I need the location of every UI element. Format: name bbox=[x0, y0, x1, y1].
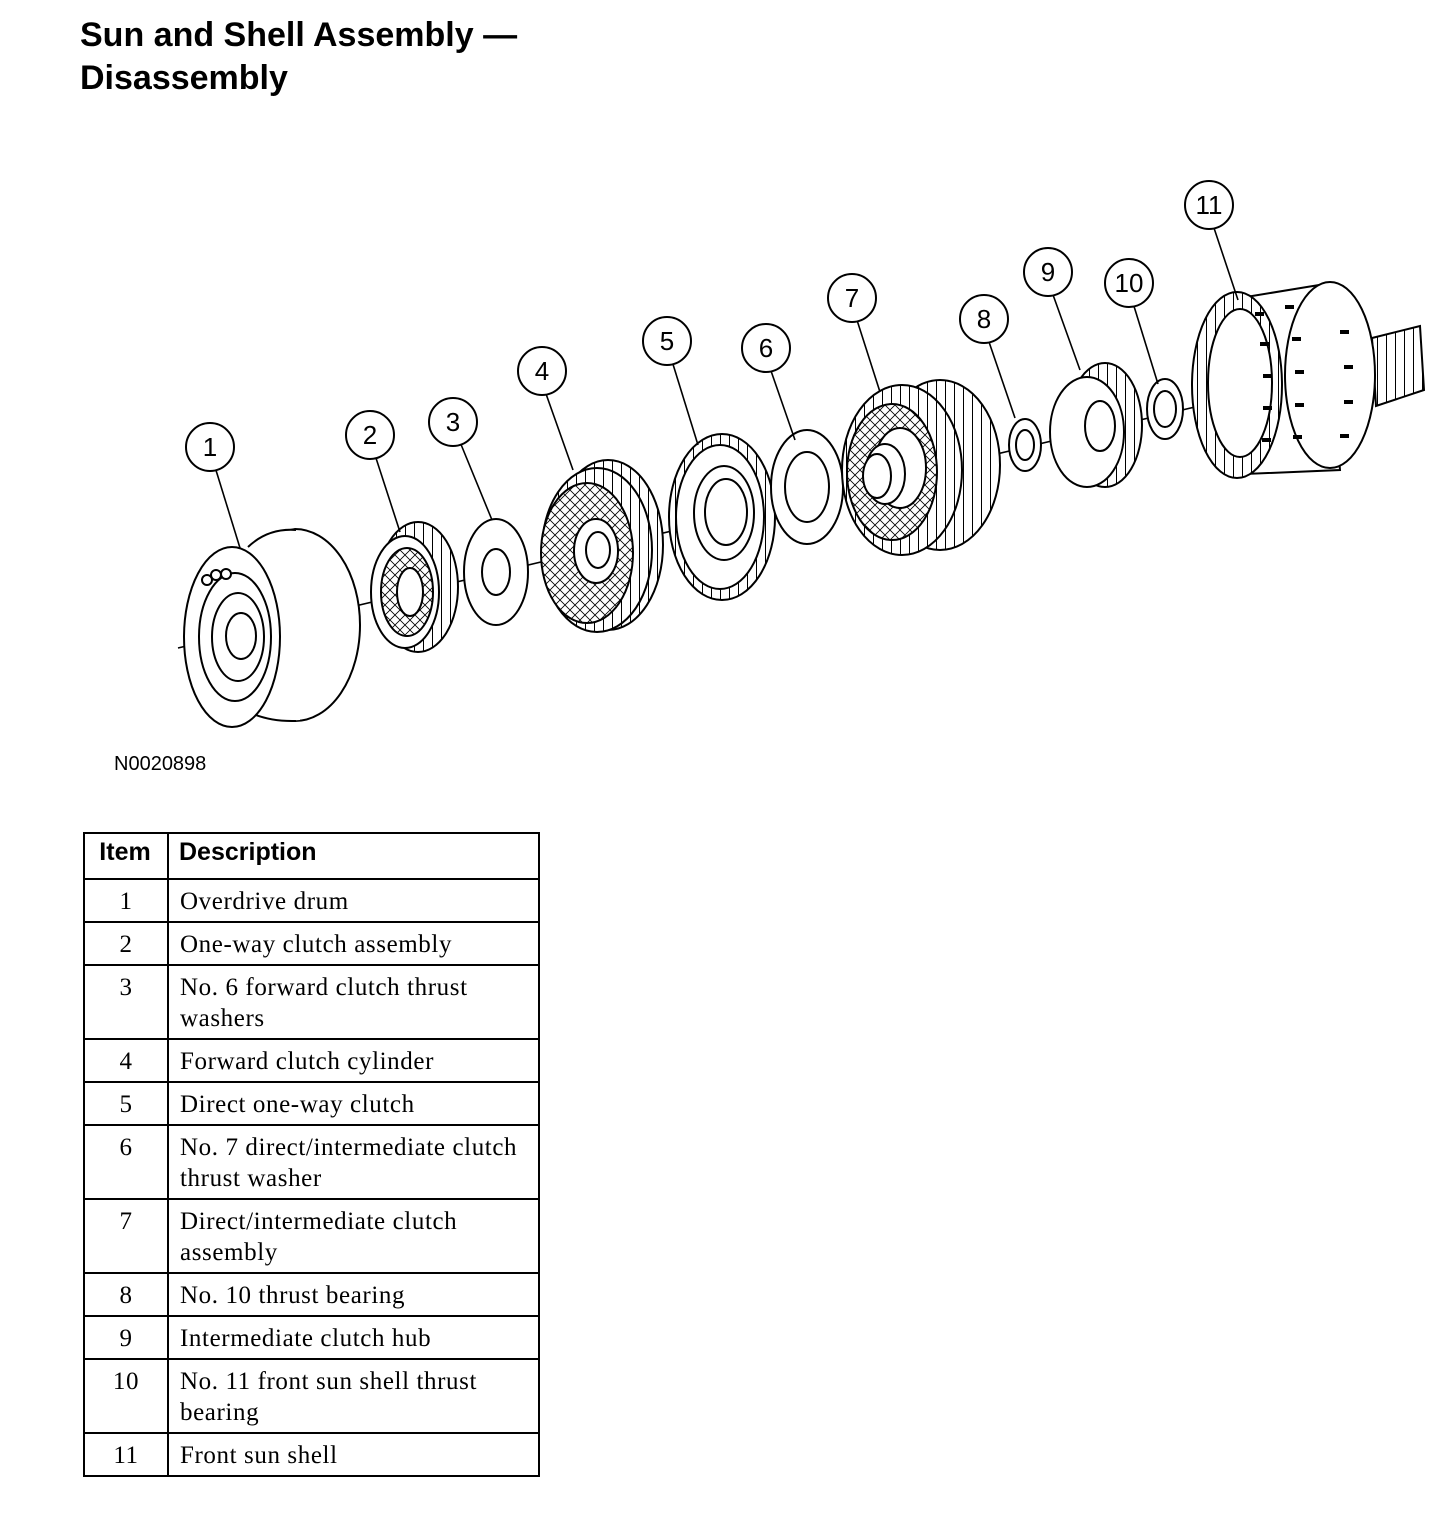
exploded-view-diagram: 1 2 3 4 5 6 7 8 9 10 11 bbox=[177, 180, 1426, 728]
legend-item-description: Forward clutch cylinder bbox=[167, 1038, 540, 1083]
legend-item-number: 4 bbox=[83, 1038, 169, 1083]
callout-label: 9 bbox=[1041, 257, 1055, 287]
callout-leaders bbox=[214, 224, 1239, 549]
legend-item-description: No. 6 forward clutch thrust washers bbox=[167, 964, 540, 1040]
legend-item-description: No. 7 direct/intermediate clutch thrust … bbox=[167, 1124, 540, 1200]
figure-id: N0020898 bbox=[114, 753, 207, 775]
callout-label: 10 bbox=[1115, 268, 1144, 298]
legend-header-row: Item Description bbox=[83, 832, 540, 880]
callout-10: 10 bbox=[1104, 258, 1154, 308]
callout-label: 11 bbox=[1196, 190, 1223, 220]
legend-item-description: One-way clutch assembly bbox=[167, 921, 540, 966]
part-no7-thrust-washer bbox=[770, 429, 844, 545]
part-one-way-clutch bbox=[370, 521, 459, 653]
callout-label: 3 bbox=[446, 407, 460, 437]
part-direct-intermediate-clutch bbox=[841, 379, 1001, 556]
legend-header-description: Description bbox=[167, 832, 540, 880]
legend-item-description: Front sun shell bbox=[167, 1432, 540, 1477]
part-no10-thrust-bearing bbox=[1008, 418, 1042, 472]
callout-label: 8 bbox=[977, 304, 991, 334]
part-front-sun-shell bbox=[1191, 281, 1426, 479]
callout-label: 7 bbox=[845, 283, 859, 313]
callout-2: 2 bbox=[345, 410, 395, 460]
legend-item-number: 8 bbox=[83, 1272, 169, 1317]
part-no11-thrust-bearing bbox=[1146, 378, 1184, 440]
part-intermediate-clutch-hub bbox=[1049, 362, 1143, 488]
callout-label: 1 bbox=[203, 432, 217, 462]
legend-item-description: Direct/intermediate clutch assembly bbox=[167, 1198, 540, 1274]
legend-header-item: Item bbox=[83, 832, 169, 880]
callout-3: 3 bbox=[428, 397, 478, 447]
part-no6-thrust-washer bbox=[463, 518, 529, 626]
callout-1: 1 bbox=[185, 422, 235, 472]
callout-8: 8 bbox=[959, 294, 1009, 344]
legend-item-description: No. 10 thrust bearing bbox=[167, 1272, 540, 1317]
legend-item-number: 6 bbox=[83, 1124, 169, 1200]
callout-label: 6 bbox=[759, 333, 773, 363]
legend-item-number: 11 bbox=[83, 1432, 169, 1477]
callout-11: 11 bbox=[1184, 180, 1234, 230]
callout-4: 4 bbox=[517, 346, 567, 396]
part-forward-clutch-cylinder bbox=[540, 459, 664, 633]
legend-item-number: 3 bbox=[83, 964, 169, 1040]
callout-label: 4 bbox=[535, 356, 549, 386]
callout-7: 7 bbox=[827, 273, 877, 323]
callout-5: 5 bbox=[642, 316, 692, 366]
legend-item-description: Intermediate clutch hub bbox=[167, 1315, 540, 1360]
callout-label: 5 bbox=[660, 326, 674, 356]
legend-item-number: 1 bbox=[83, 878, 169, 923]
callout-label: 2 bbox=[363, 420, 377, 450]
legend-item-description: Direct one-way clutch bbox=[167, 1081, 540, 1126]
part-overdrive-drum bbox=[183, 528, 361, 728]
legend-item-description: No. 11 front sun shell thrust bearing bbox=[167, 1358, 540, 1434]
title-line-1: Sun and Shell Assembly — bbox=[80, 16, 518, 54]
legend-item-number: 5 bbox=[83, 1081, 169, 1126]
legend-item-number: 10 bbox=[83, 1358, 169, 1434]
page-title: Sun and Shell Assembly — Disassembly bbox=[80, 14, 517, 100]
legend-item-number: 2 bbox=[83, 921, 169, 966]
title-line-2: Disassembly bbox=[80, 59, 288, 97]
part-direct-one-way-clutch bbox=[668, 433, 776, 601]
callout-6: 6 bbox=[741, 323, 791, 373]
callout-9: 9 bbox=[1023, 247, 1073, 297]
legend-item-number: 9 bbox=[83, 1315, 169, 1360]
legend-item-description: Overdrive drum bbox=[167, 878, 540, 923]
legend-item-number: 7 bbox=[83, 1198, 169, 1274]
